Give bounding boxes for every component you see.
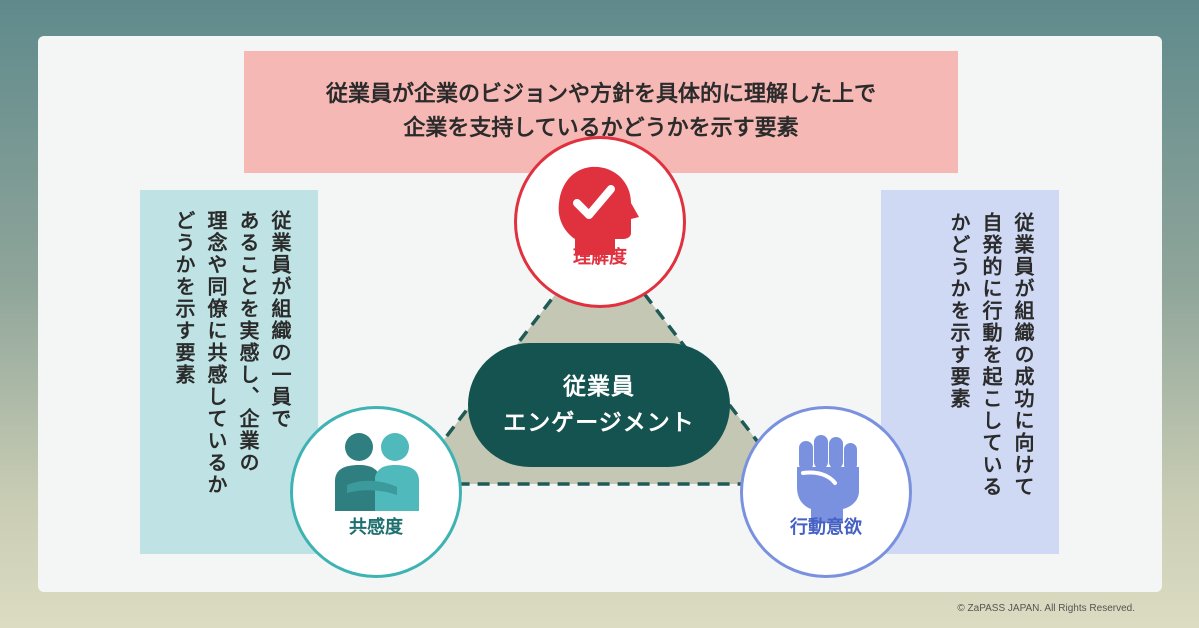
empathy-description-line2: あることを実感し、企業の — [236, 210, 260, 474]
center-line2: エンゲージメント — [503, 410, 695, 436]
head-check-icon — [558, 166, 639, 255]
empathy-description-line3: 理念や同僚に共感しているか — [204, 210, 228, 496]
node-understanding-label: 理解度 — [573, 247, 627, 268]
action-description: 従業員が組織の成功に向けて 自発的に行動を起こしている かどうかを示す要素 — [881, 190, 1059, 554]
fist-icon — [797, 435, 859, 523]
two-people-hug-icon — [335, 433, 419, 511]
empathy-description-line1: 従業員が組織の一員で — [268, 210, 292, 430]
node-action-label: 行動意欲 — [790, 517, 862, 538]
node-action: 行動意欲 — [740, 406, 912, 578]
understanding-description-line1: 従業員が企業のビジョンや方針を具体的に理解した上で — [325, 82, 876, 107]
center-employee-engagement: 従業員 エンゲージメント — [468, 343, 730, 467]
understanding-description: 従業員が企業のビジョンや方針を具体的に理解した上で 企業を支持しているかどうかを… — [244, 51, 958, 173]
empathy-description-line4: どうかを示す要素 — [172, 210, 196, 386]
action-description-line3: かどうかを示す要素 — [947, 212, 971, 410]
copyright-text: © ZaPASS JAPAN. All Rights Reserved. — [957, 603, 1135, 614]
action-description-line2: 自発的に行動を起こしている — [979, 212, 1003, 498]
empathy-description: 従業員が組織の一員で あることを実感し、企業の 理念や同僚に共感しているか どう… — [140, 190, 318, 554]
action-description-line1: 従業員が組織の成功に向けて — [1011, 212, 1035, 498]
center-line1: 従業員 — [563, 374, 635, 400]
node-understanding: 理解度 — [514, 136, 686, 308]
node-empathy: 共感度 — [290, 406, 462, 578]
node-empathy-label: 共感度 — [349, 517, 403, 538]
